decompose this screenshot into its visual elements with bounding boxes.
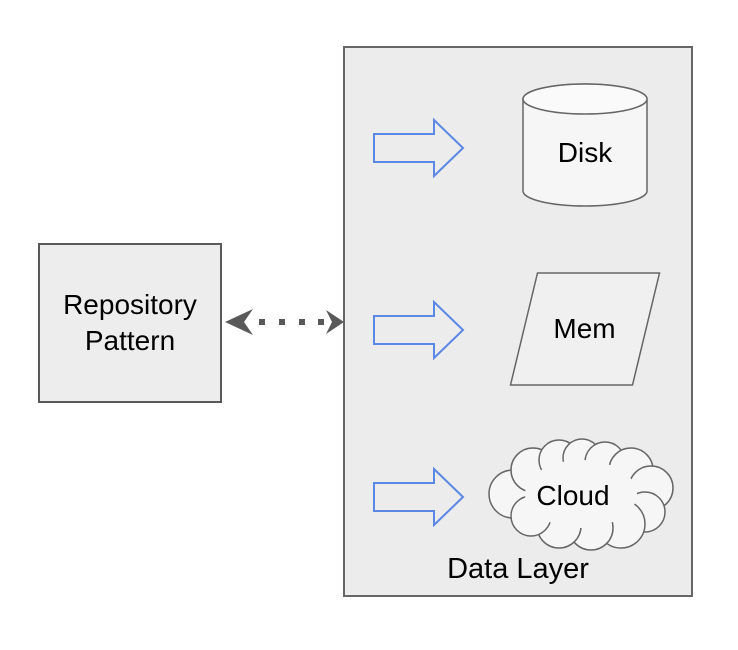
- right-arrow-outline: [373, 466, 465, 528]
- right-arrow-outline: [373, 299, 465, 361]
- connector-dot: [279, 319, 285, 325]
- data-layer-label: Data Layer: [447, 553, 589, 585]
- data-layer-label-wrap: Data Layer: [343, 551, 693, 587]
- cylinder-top: [522, 83, 648, 115]
- repository-pattern-node: Repository Pattern: [38, 243, 222, 403]
- flow-arrow-cloud-icon: [373, 466, 465, 528]
- cloud-center-fill: [525, 460, 637, 528]
- disk-cylinder-shape: [522, 83, 648, 207]
- repository-pattern-label: Repository Pattern: [63, 289, 197, 356]
- flow-arrow-disk-icon: [373, 117, 465, 179]
- flow-arrow-mem-icon: [373, 299, 465, 361]
- arrowhead-left-icon: [225, 309, 253, 335]
- cloud-shape: [488, 438, 674, 551]
- right-arrow-outline: [373, 117, 465, 179]
- connector-dot: [318, 319, 324, 325]
- mem-parallelogram-shape: [509, 272, 661, 386]
- parallelogram-outline: [509, 272, 661, 386]
- connector-dot: [259, 319, 265, 325]
- connector-dot: [299, 319, 305, 325]
- arrowhead-right-icon: [326, 310, 344, 334]
- bidirectional-dotted-arrow: [225, 309, 344, 335]
